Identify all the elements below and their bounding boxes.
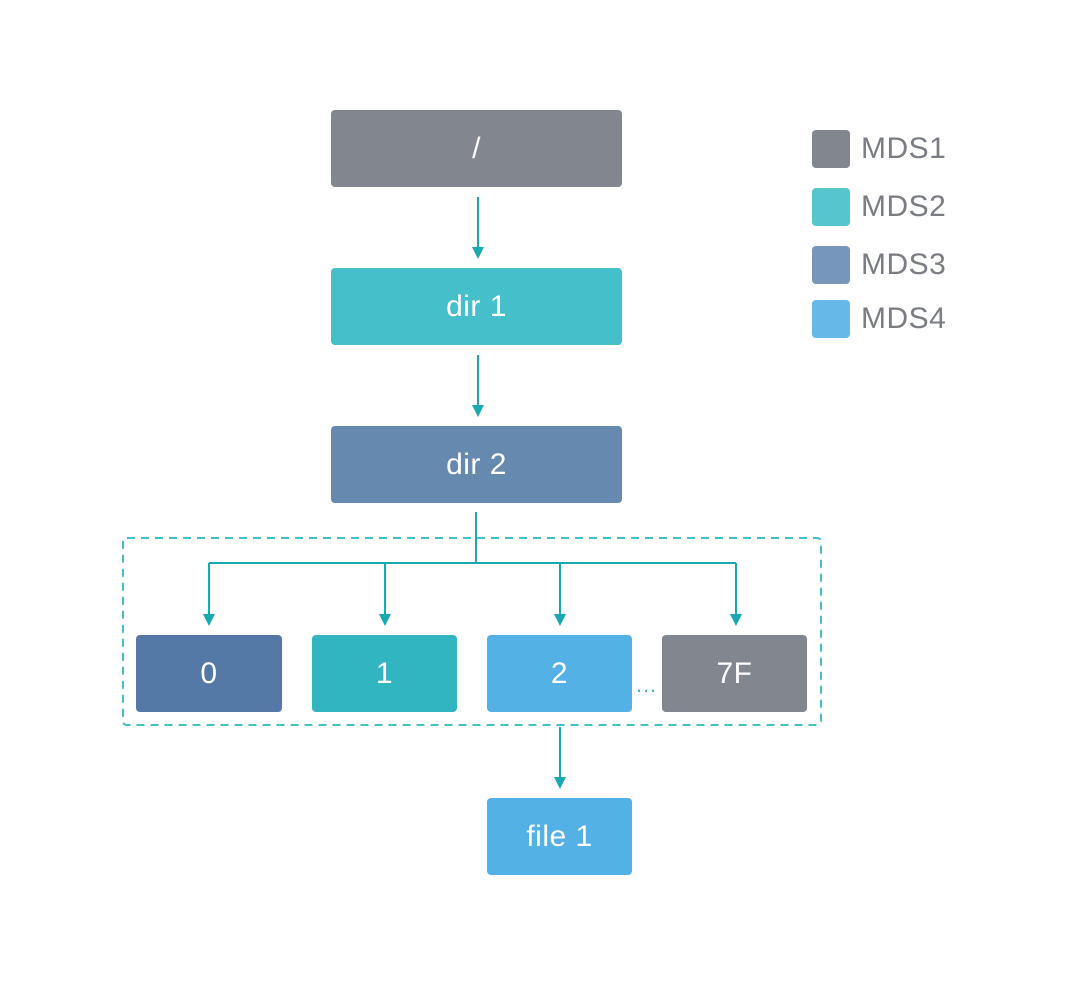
shard-group-border xyxy=(122,537,822,726)
legend-item-mds3: MDS3 xyxy=(812,246,946,284)
node-file1: file 1 xyxy=(487,798,632,875)
node-shard-2: 2 xyxy=(487,635,632,712)
legend-label-mds2: MDS2 xyxy=(861,190,947,223)
legend-swatch-mds3 xyxy=(812,246,850,284)
node-shard-1: 1 xyxy=(312,635,457,712)
ellipsis-dots: … xyxy=(635,672,659,697)
node-shard-7f: 7F xyxy=(662,635,807,712)
legend-item-mds2: MDS2 xyxy=(812,188,946,226)
legend-item-mds4: MDS4 xyxy=(812,300,946,338)
node-dir2: dir 2 xyxy=(331,426,622,503)
legend-item-mds1: MDS1 xyxy=(812,130,946,168)
legend-label-mds4: MDS4 xyxy=(861,302,947,335)
node-root: / xyxy=(331,110,622,187)
node-dir1: dir 1 xyxy=(331,268,622,345)
legend-swatch-mds2 xyxy=(812,188,850,226)
legend-swatch-mds1 xyxy=(812,130,850,168)
legend-label-mds3: MDS3 xyxy=(861,248,947,281)
legend-swatch-mds4 xyxy=(812,300,850,338)
node-shard-0: 0 xyxy=(136,635,282,712)
legend-label-mds1: MDS1 xyxy=(861,132,947,165)
